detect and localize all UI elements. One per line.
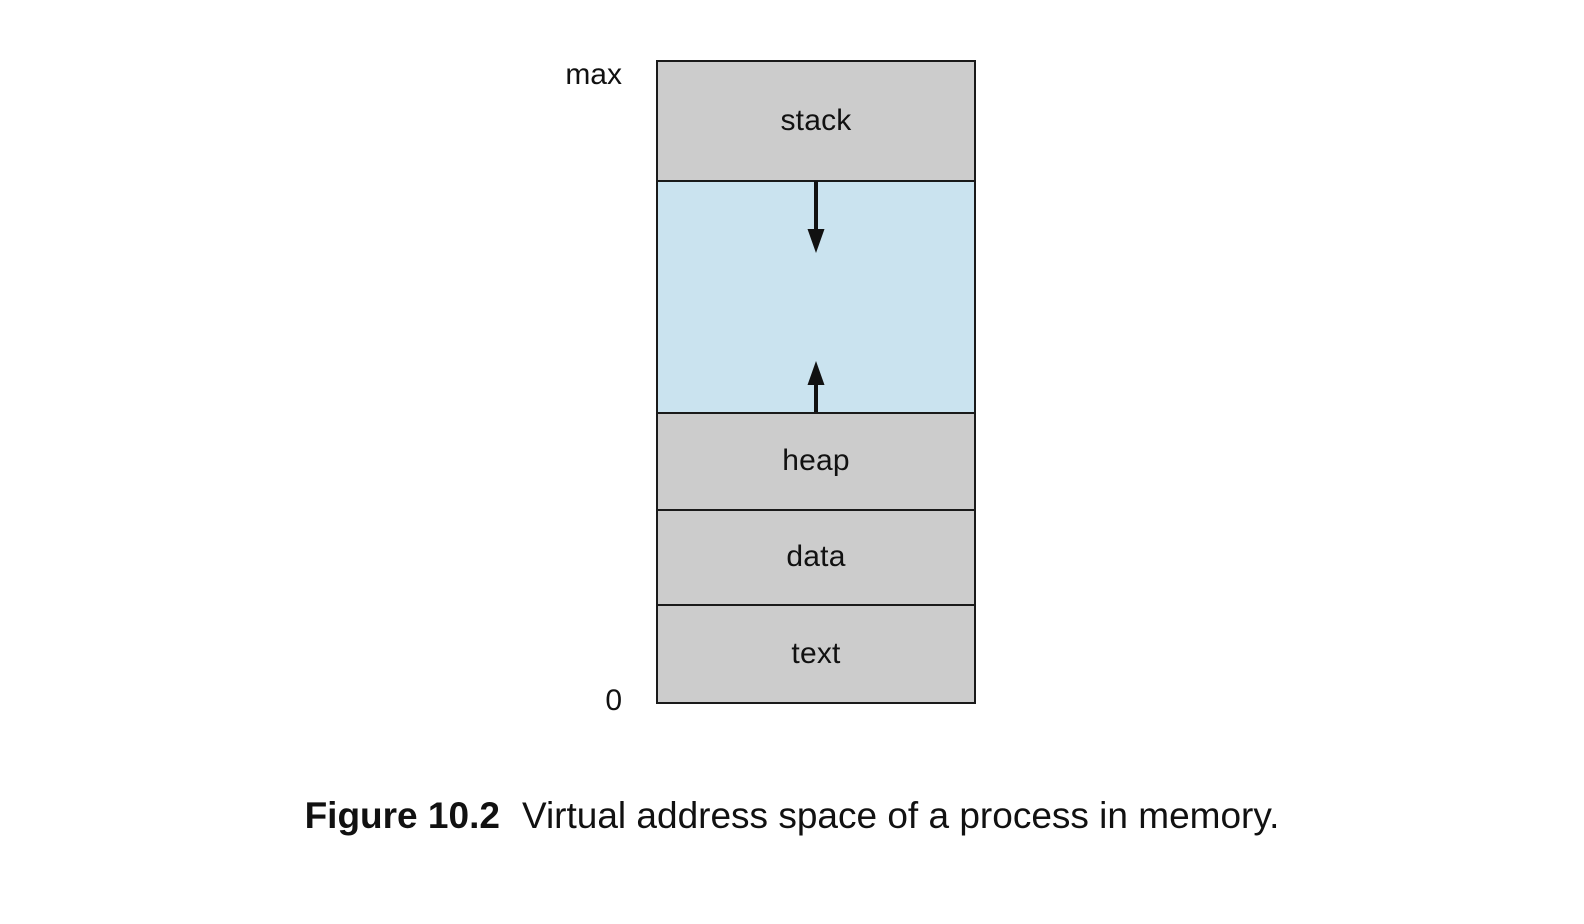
memory-segment-text-label: text	[791, 637, 841, 671]
figure-caption-number: Figure 10.2	[304, 795, 500, 836]
stack-grows-down-arrow-icon	[803, 180, 829, 253]
memory-segment-data-label: data	[786, 540, 846, 574]
memory-segment-data: data	[658, 508, 974, 605]
memory-segment-text: text	[658, 604, 974, 702]
address-max-label: max	[565, 58, 622, 91]
memory-segment-free-space	[658, 179, 974, 413]
figure-caption-text: Virtual address space of a process in me…	[521, 795, 1280, 836]
heap-grows-up-arrow-icon	[803, 360, 829, 413]
figure-caption: Figure 10.2 Virtual address space of a pr…	[0, 795, 1584, 837]
memory-segment-stack: stack	[658, 62, 974, 180]
address-zero-label: 0	[605, 684, 622, 717]
memory-segment-heap-label: heap	[782, 444, 850, 478]
memory-segment-stack-label: stack	[780, 103, 852, 137]
virtual-address-space-diagram: stack heap data text	[656, 60, 976, 704]
memory-segment-heap: heap	[658, 411, 974, 509]
